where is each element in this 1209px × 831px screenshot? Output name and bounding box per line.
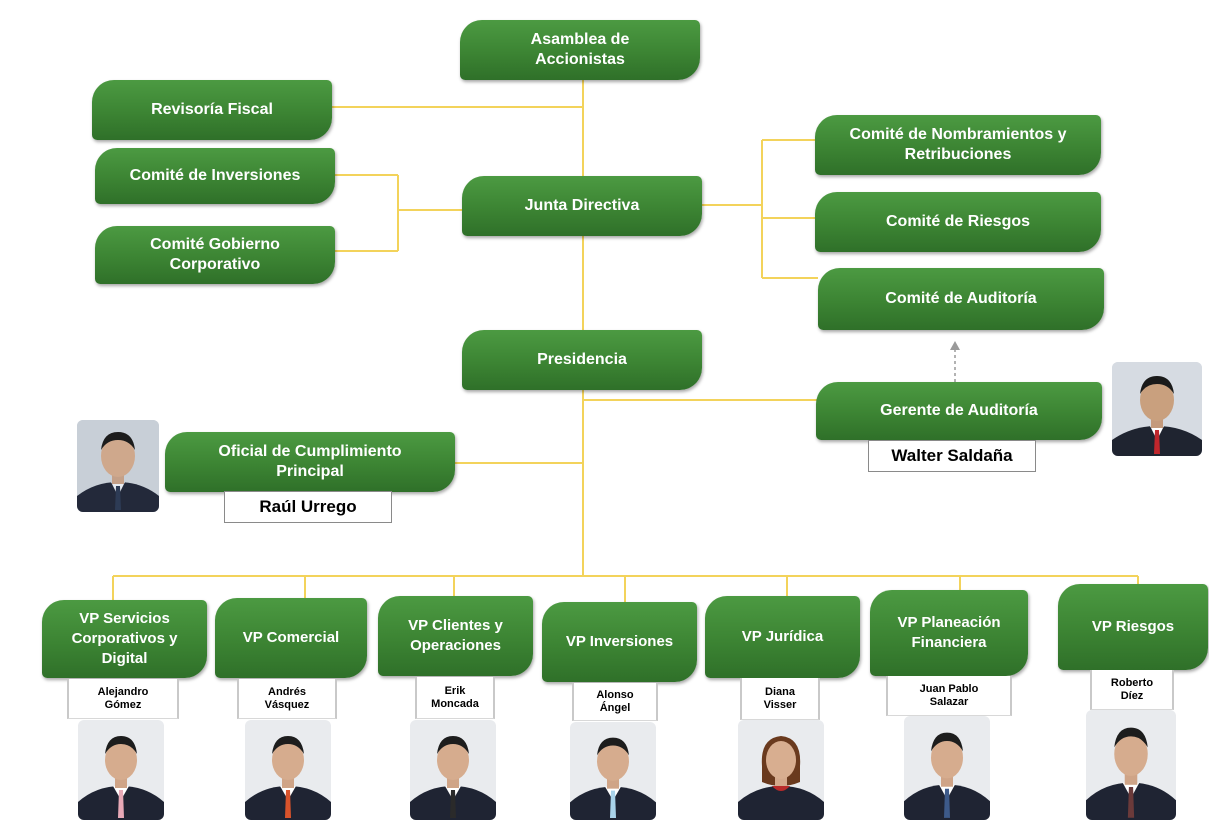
portrait-vp-1 <box>78 720 164 820</box>
node-junta-directiva: Junta Directiva <box>462 176 702 236</box>
vp-box-3: VP Clientes y Operaciones <box>378 596 533 676</box>
node-comite-inversiones-label: Comité de Inversiones <box>129 167 301 184</box>
vp-box-2: VP Comercial <box>215 598 367 678</box>
node-comite-gobierno-label: Comité Gobierno Corporativo <box>150 236 280 273</box>
vp-title-5: VP Jurídica <box>741 628 824 645</box>
vp-box-1: VP Servicios Corporativos y Digital <box>42 600 207 678</box>
gerente-auditoria-name: Walter Saldaña <box>868 440 1036 472</box>
node-revisoria-fiscal: Revisoría Fiscal <box>92 80 332 140</box>
node-comite-inversiones: Comité de Inversiones <box>95 148 335 204</box>
node-gerente-auditoria-label: Gerente de Auditoría <box>880 402 1038 419</box>
oficial-name: Raúl Urrego <box>224 491 392 523</box>
node-asamblea: Asamblea de Accionistas <box>460 20 700 80</box>
person-icon <box>904 716 990 820</box>
vp-name-2-text: Andrés Vásquez <box>264 685 310 711</box>
vp-name-1-text: Alejandro Gómez <box>97 685 149 711</box>
portrait-vp-2 <box>245 720 331 820</box>
vp-name-2: Andrés Vásquez <box>237 679 337 719</box>
node-oficial-label: Oficial de Cumplimiento Principal <box>218 443 402 480</box>
vp-name-6-text: Juan Pablo Salazar <box>919 682 979 708</box>
vp-box-4: VP Inversiones <box>542 602 697 682</box>
node-presidencia: Presidencia <box>462 330 702 390</box>
portrait-vp-7 <box>1086 710 1176 820</box>
gerente-auditoria-name-text: Walter Saldaña <box>891 446 1013 465</box>
oficial-name-text: Raúl Urrego <box>259 497 357 516</box>
vp-title-3: VP Clientes y Operaciones <box>408 617 503 654</box>
portrait-vp-5 <box>738 720 824 820</box>
vp-name-7-text: Roberto Díez <box>1110 676 1154 702</box>
vp-box-6: VP Planeación Financiera <box>870 590 1028 676</box>
vp-name-1: Alejandro Gómez <box>67 679 179 719</box>
vp-title-6: VP Planeación Financiera <box>897 614 1001 651</box>
vp-name-3-text: Erik Moncada <box>431 684 479 710</box>
node-revisoria-label: Revisoría Fiscal <box>151 101 273 118</box>
person-icon <box>245 720 331 820</box>
vp-name-5-text: Diana Visser <box>763 685 797 711</box>
portrait-raul <box>77 420 159 512</box>
node-comite-gobierno: Comité Gobierno Corporativo <box>95 226 335 284</box>
node-oficial-cumplimiento: Oficial de Cumplimiento Principal <box>165 432 455 492</box>
portrait-vp-3 <box>410 720 496 820</box>
portrait-walter <box>1112 362 1202 456</box>
vp-title-1: VP Servicios Corporativos y Digital <box>71 610 178 667</box>
person-icon <box>1086 710 1176 820</box>
vp-name-5: Diana Visser <box>740 678 820 720</box>
node-asamblea-label: Asamblea de Accionistas <box>530 31 630 68</box>
person-icon <box>1112 362 1202 456</box>
vp-name-4-text: Alonso Ángel <box>596 688 634 714</box>
vp-box-7: VP Riesgos <box>1058 584 1208 670</box>
node-comite-riesgos: Comité de Riesgos <box>815 192 1101 252</box>
node-junta-label: Junta Directiva <box>524 197 640 214</box>
vp-title-7: VP Riesgos <box>1091 618 1175 635</box>
node-presidencia-label: Presidencia <box>537 351 627 368</box>
vp-name-3: Erik Moncada <box>415 677 495 719</box>
person-icon <box>738 720 824 820</box>
vp-title-4: VP Inversiones <box>565 633 674 650</box>
person-icon <box>410 720 496 820</box>
node-comite-auditoria: Comité de Auditoría <box>818 268 1104 330</box>
node-comite-nombramientos: Comité de Nombramientos y Retribuciones <box>815 115 1101 175</box>
node-gerente-auditoria: Gerente de Auditoría <box>816 382 1102 440</box>
node-comite-auditoria-label: Comité de Auditoría <box>885 290 1037 307</box>
person-icon <box>77 420 159 512</box>
vp-name-4: Alonso Ángel <box>572 683 658 721</box>
vp-name-6: Juan Pablo Salazar <box>886 676 1012 716</box>
node-nombramientos-label: Comité de Nombramientos y Retribuciones <box>849 126 1067 163</box>
portrait-vp-6 <box>904 716 990 820</box>
portrait-vp-4 <box>570 722 656 820</box>
person-icon <box>78 720 164 820</box>
node-comite-riesgos-label: Comité de Riesgos <box>885 213 1031 230</box>
vp-box-5: VP Jurídica <box>705 596 860 678</box>
vp-name-7: Roberto Díez <box>1090 670 1174 710</box>
vp-title-2: VP Comercial <box>242 629 340 646</box>
person-icon <box>570 722 656 820</box>
